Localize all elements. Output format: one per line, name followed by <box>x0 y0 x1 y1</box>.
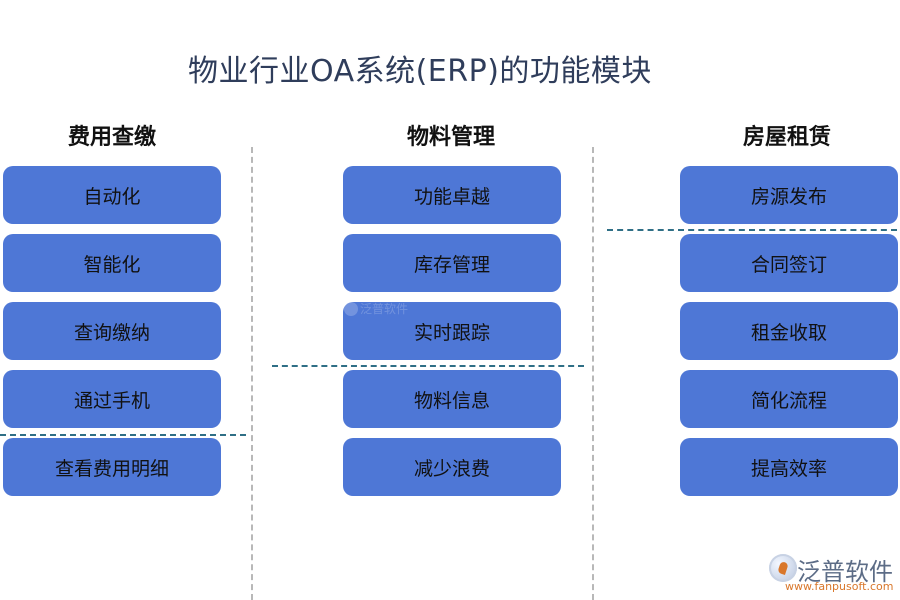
page-title: 物业行业OA系统(ERP)的功能模块 <box>188 54 652 89</box>
material-item-3: 实时跟踪 <box>343 302 561 360</box>
rental-item-5: 提高效率 <box>680 438 898 496</box>
material-item-2: 库存管理 <box>343 234 561 292</box>
watermark-logo: 泛普软件 <box>344 300 418 320</box>
logo-url: www.fanpusoft.com <box>785 580 894 593</box>
fee-item-4: 通过手机 <box>3 370 221 428</box>
material-item-4: 物料信息 <box>343 370 561 428</box>
divider-fee <box>0 434 246 436</box>
column-title-fee: 费用查缴 <box>67 124 156 150</box>
rental-item-3: 租金收取 <box>680 302 898 360</box>
watermark-icon <box>344 302 358 316</box>
fee-item-5: 查看费用明细 <box>3 438 221 496</box>
fee-item-3: 查询缴纳 <box>3 302 221 360</box>
rental-item-1: 房源发布 <box>680 166 898 224</box>
divider-material <box>272 365 584 367</box>
logo-text: 泛普软件 <box>797 558 893 586</box>
brand-logo: 泛普软件 www.fanpusoft.com <box>769 552 895 596</box>
rental-item-2: 合同签订 <box>680 234 898 292</box>
fee-item-1: 自动化 <box>3 166 221 224</box>
material-item-1: 功能卓越 <box>343 166 561 224</box>
watermark-text: 泛普软件 <box>360 302 409 316</box>
column-separator-left <box>251 147 253 600</box>
material-item-5: 减少浪费 <box>343 438 561 496</box>
logo-icon <box>769 554 797 582</box>
rental-item-4: 简化流程 <box>680 370 898 428</box>
column-separator-right <box>592 147 594 600</box>
divider-rental <box>607 229 897 231</box>
column-title-rental: 房屋租赁 <box>742 124 831 150</box>
fee-item-2: 智能化 <box>3 234 221 292</box>
column-title-material: 物料管理 <box>406 124 495 150</box>
